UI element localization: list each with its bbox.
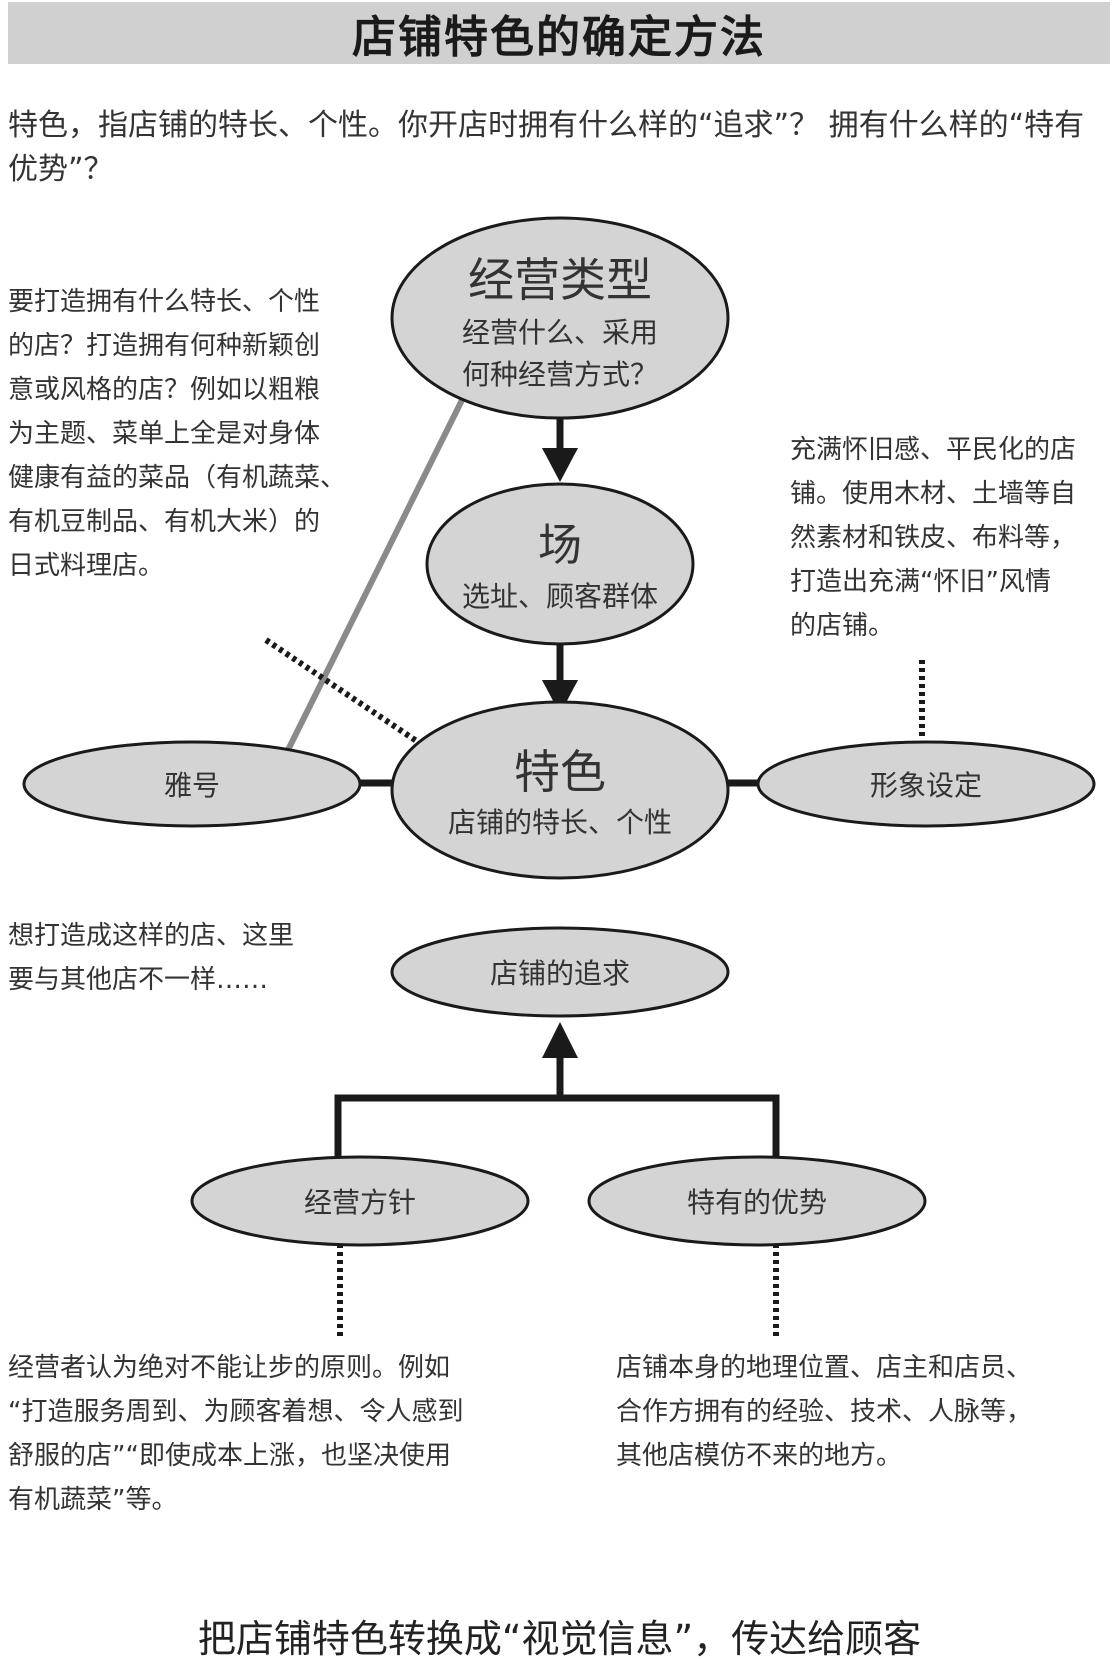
note-line: 的店铺。	[790, 611, 895, 641]
node-policy: 经营方针	[190, 1155, 530, 1247]
dotted-connector-left	[264, 637, 420, 745]
node-feature-title: 特色	[514, 745, 606, 799]
node-image-setting: 形象设定	[756, 740, 1096, 828]
node-business-type-line2: 何种经营方式？	[462, 358, 658, 391]
node-place-title: 场	[538, 520, 582, 571]
node-feature-sub: 店铺的特长、个性	[448, 806, 672, 839]
link-line-nickname	[285, 386, 471, 752]
note-left-mid: 想打造成这样的店、这里 要与其他店不一样……	[8, 914, 358, 1002]
note-line: 为主题、菜单上全是对身体	[8, 419, 321, 449]
node-pursuit: 店铺的追求	[390, 926, 730, 1018]
page-title: 店铺特色的确定方法	[352, 12, 766, 63]
note-line: 舒服的店”“即使成本上涨，也坚决使用	[8, 1441, 451, 1471]
node-nickname: 雅号	[22, 740, 362, 828]
node-nickname-title: 雅号	[164, 769, 220, 802]
note-line: 打造出充满“怀旧”风情	[790, 567, 1051, 597]
note-right-bottom: 店铺本身的地理位置、店主和店员、 合作方拥有的经验、技术、人脉等， 其他店模仿不…	[616, 1346, 1116, 1478]
note-line: 要与其他店不一样……	[8, 965, 269, 995]
note-line: 合作方拥有的经验、技术、人脉等，	[616, 1397, 1033, 1427]
note-line: 铺。使用木材、土墙等自	[790, 479, 1077, 509]
node-policy-title: 经营方针	[304, 1186, 416, 1219]
note-line: “打造服务周到、为顾客着想、令人感到	[8, 1397, 464, 1427]
note-line: 其他店模仿不来的地方。	[616, 1441, 903, 1471]
note-left-top: 要打造拥有什么特长、个性 的店？打造拥有何种新颖创 意或风格的店？例如以粗粮 为…	[8, 280, 388, 588]
arrowhead-feature	[542, 680, 578, 714]
node-business-type-title: 经营类型	[468, 253, 652, 307]
arrowhead-place	[542, 448, 578, 482]
note-line: 健康有益的菜品（有机蔬菜、	[8, 463, 347, 493]
note-line: 的店？打造拥有何种新颖创	[8, 331, 321, 361]
node-advantage-title: 特有的优势	[687, 1186, 827, 1219]
note-line: 然素材和铁皮、布料等，	[790, 523, 1077, 553]
bracket-connector	[334, 1094, 780, 1158]
node-advantage: 特有的优势	[587, 1155, 927, 1247]
note-line: 要打造拥有什么特长、个性	[8, 287, 321, 317]
note-line: 充满怀旧感、平民化的店	[790, 435, 1077, 465]
node-image-setting-title: 形象设定	[870, 769, 982, 802]
node-place: 场 选址、顾客群体	[425, 482, 695, 646]
arrowhead-pursuit	[542, 1022, 578, 1058]
node-business-type: 经营类型 经营什么、采用 何种经营方式？	[390, 216, 730, 420]
note-line: 日式料理店。	[8, 551, 165, 581]
note-line: 意或风格的店？例如以粗粮	[8, 375, 321, 405]
title-bar: 店铺特色的确定方法	[8, 2, 1110, 64]
footer-caption: 把店铺特色转换成“视觉信息”，传达给顾客	[197, 1617, 922, 1661]
note-line: 店铺本身的地理位置、店主和店员、	[616, 1353, 1033, 1383]
node-pursuit-title: 店铺的追求	[490, 957, 630, 990]
note-line: 想打造成这样的店、这里	[8, 921, 295, 951]
node-business-type-line1: 经营什么、采用	[462, 316, 658, 349]
node-place-sub: 选址、顾客群体	[462, 580, 658, 613]
intro-text: 特色，指店铺的特长、个性。你开店时拥有什么样的“追求”？ 拥有什么样的“特有优势…	[8, 108, 1085, 187]
note-left-bottom: 经营者认为绝对不能让步的原则。例如 “打造服务周到、为顾客着想、令人感到 舒服的…	[8, 1346, 548, 1522]
node-feature: 特色 店铺的特长、个性	[390, 700, 730, 880]
note-right-top: 充满怀旧感、平民化的店 铺。使用木材、土墙等自 然素材和铁皮、布料等， 打造出充…	[790, 428, 1115, 648]
note-line: 有机蔬菜”等。	[8, 1485, 178, 1515]
note-line: 经营者认为绝对不能让步的原则。例如	[8, 1353, 451, 1383]
note-line: 有机豆制品、有机大米）的	[8, 507, 321, 537]
